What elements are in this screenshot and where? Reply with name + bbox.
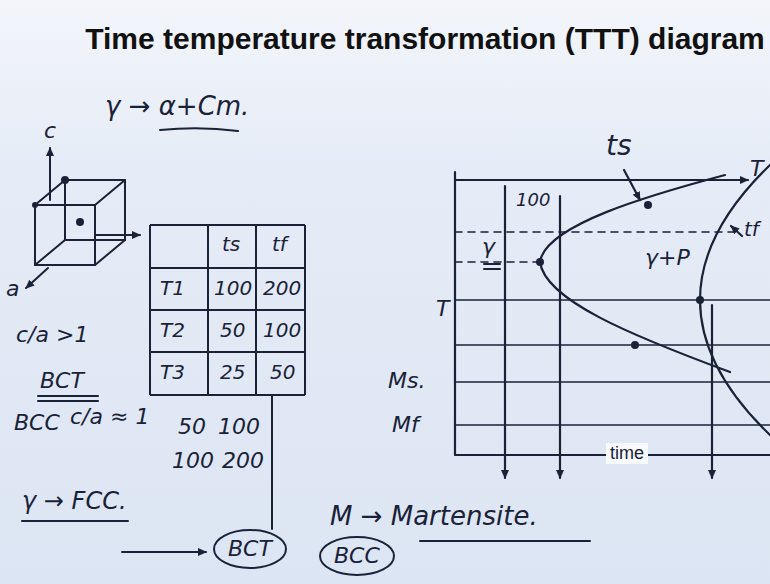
lattice-note: BCT	[40, 368, 84, 393]
ttt-graph	[455, 165, 770, 478]
curve-label: ts	[606, 130, 632, 162]
ink-line	[35, 240, 65, 265]
ink-line	[149, 225, 151, 395]
axis-label: T	[750, 156, 763, 181]
ink-path	[540, 175, 730, 372]
lattice-note: BCC	[14, 410, 60, 435]
ratio-note: c/a ≈ 1	[70, 404, 149, 429]
phase-label: γ+P	[645, 245, 690, 270]
table-cell: 100	[263, 319, 301, 342]
data-table	[150, 225, 305, 395]
table-cell: T2	[160, 319, 185, 342]
ink-circle	[76, 218, 84, 226]
ink-line	[484, 268, 500, 270]
axis-label: a	[6, 276, 19, 301]
ink-line	[95, 240, 125, 265]
ink-line	[150, 351, 305, 353]
axis-label: c	[44, 118, 56, 143]
ratio-note: c/a >1	[16, 322, 88, 347]
ink-circle	[536, 258, 544, 266]
ink-circle	[61, 176, 69, 184]
graph-number: 100	[516, 190, 550, 211]
ink-line	[122, 551, 206, 553]
ink-line	[207, 225, 209, 395]
ink-line	[49, 148, 51, 200]
phase-note: M → Martensite.	[330, 502, 538, 532]
ink-line	[26, 268, 48, 288]
axis-label: T	[436, 296, 449, 321]
cube-sketch	[26, 148, 140, 288]
table-cell: 25	[220, 361, 245, 384]
ink-line	[731, 226, 742, 236]
table-header: tf	[272, 233, 287, 256]
table-cell: T3	[160, 361, 185, 384]
table-cell: 50	[220, 319, 245, 342]
circled-note: BCC	[318, 535, 396, 577]
ink-line	[624, 170, 640, 200]
ink-circle	[32, 202, 38, 208]
table-header: ts	[222, 233, 240, 256]
ink-line	[455, 381, 770, 383]
ink-line	[455, 299, 770, 301]
axis-label: Mf	[392, 412, 419, 437]
ink-line	[304, 225, 306, 395]
table-cell: 100	[214, 277, 252, 300]
ink-line	[22, 520, 128, 522]
ink-circle	[631, 341, 639, 349]
ink-line	[255, 225, 257, 395]
ink-line	[504, 186, 506, 478]
ink-line	[455, 424, 770, 426]
ink-circle	[644, 201, 652, 209]
ink-path	[160, 128, 238, 131]
reaction-note: γ → α+Cm.	[105, 92, 249, 122]
ink-line	[38, 400, 98, 402]
underlines	[22, 128, 590, 541]
ink-line	[150, 394, 305, 396]
phase-note: γ → FCC.	[22, 488, 127, 516]
ink-circle	[696, 296, 704, 304]
ink-line	[559, 196, 561, 478]
node-text: BCC	[334, 543, 380, 568]
axis-label: time	[606, 443, 648, 464]
axis-label: Ms.	[388, 368, 425, 393]
ink-line	[95, 180, 125, 205]
circled-note: BCT	[212, 528, 288, 570]
curve-label: tf	[744, 218, 759, 241]
ink-rect	[65, 180, 125, 240]
ellipse-outline	[320, 537, 394, 575]
ink-line	[38, 395, 98, 397]
ink-line	[454, 172, 456, 455]
number-note: 100	[172, 448, 214, 473]
slide-title: Time temperature transformation (TTT) di…	[80, 20, 770, 58]
ink-line	[150, 267, 305, 269]
ink-line	[484, 263, 500, 265]
table-cell: 200	[263, 277, 301, 300]
ink-line	[711, 305, 713, 478]
phase-label: γ	[482, 234, 495, 259]
node-text: BCT	[228, 536, 272, 561]
ink-line	[420, 540, 590, 542]
number-note: 50	[178, 414, 206, 439]
atom-dots	[32, 176, 84, 226]
number-note: 200	[222, 448, 264, 473]
ink-line	[271, 395, 273, 529]
ink-path	[700, 165, 770, 435]
ellipse-outline	[214, 530, 286, 568]
number-note: 100	[218, 414, 260, 439]
ink-line	[95, 234, 140, 236]
ink-line	[150, 224, 305, 226]
ink-line	[455, 231, 734, 233]
table-cell: 50	[270, 361, 295, 384]
table-cell: T1	[160, 277, 185, 300]
ink-line	[455, 261, 538, 263]
ink-line	[455, 344, 770, 346]
curve-dots	[536, 201, 704, 349]
ink-line	[150, 309, 305, 311]
